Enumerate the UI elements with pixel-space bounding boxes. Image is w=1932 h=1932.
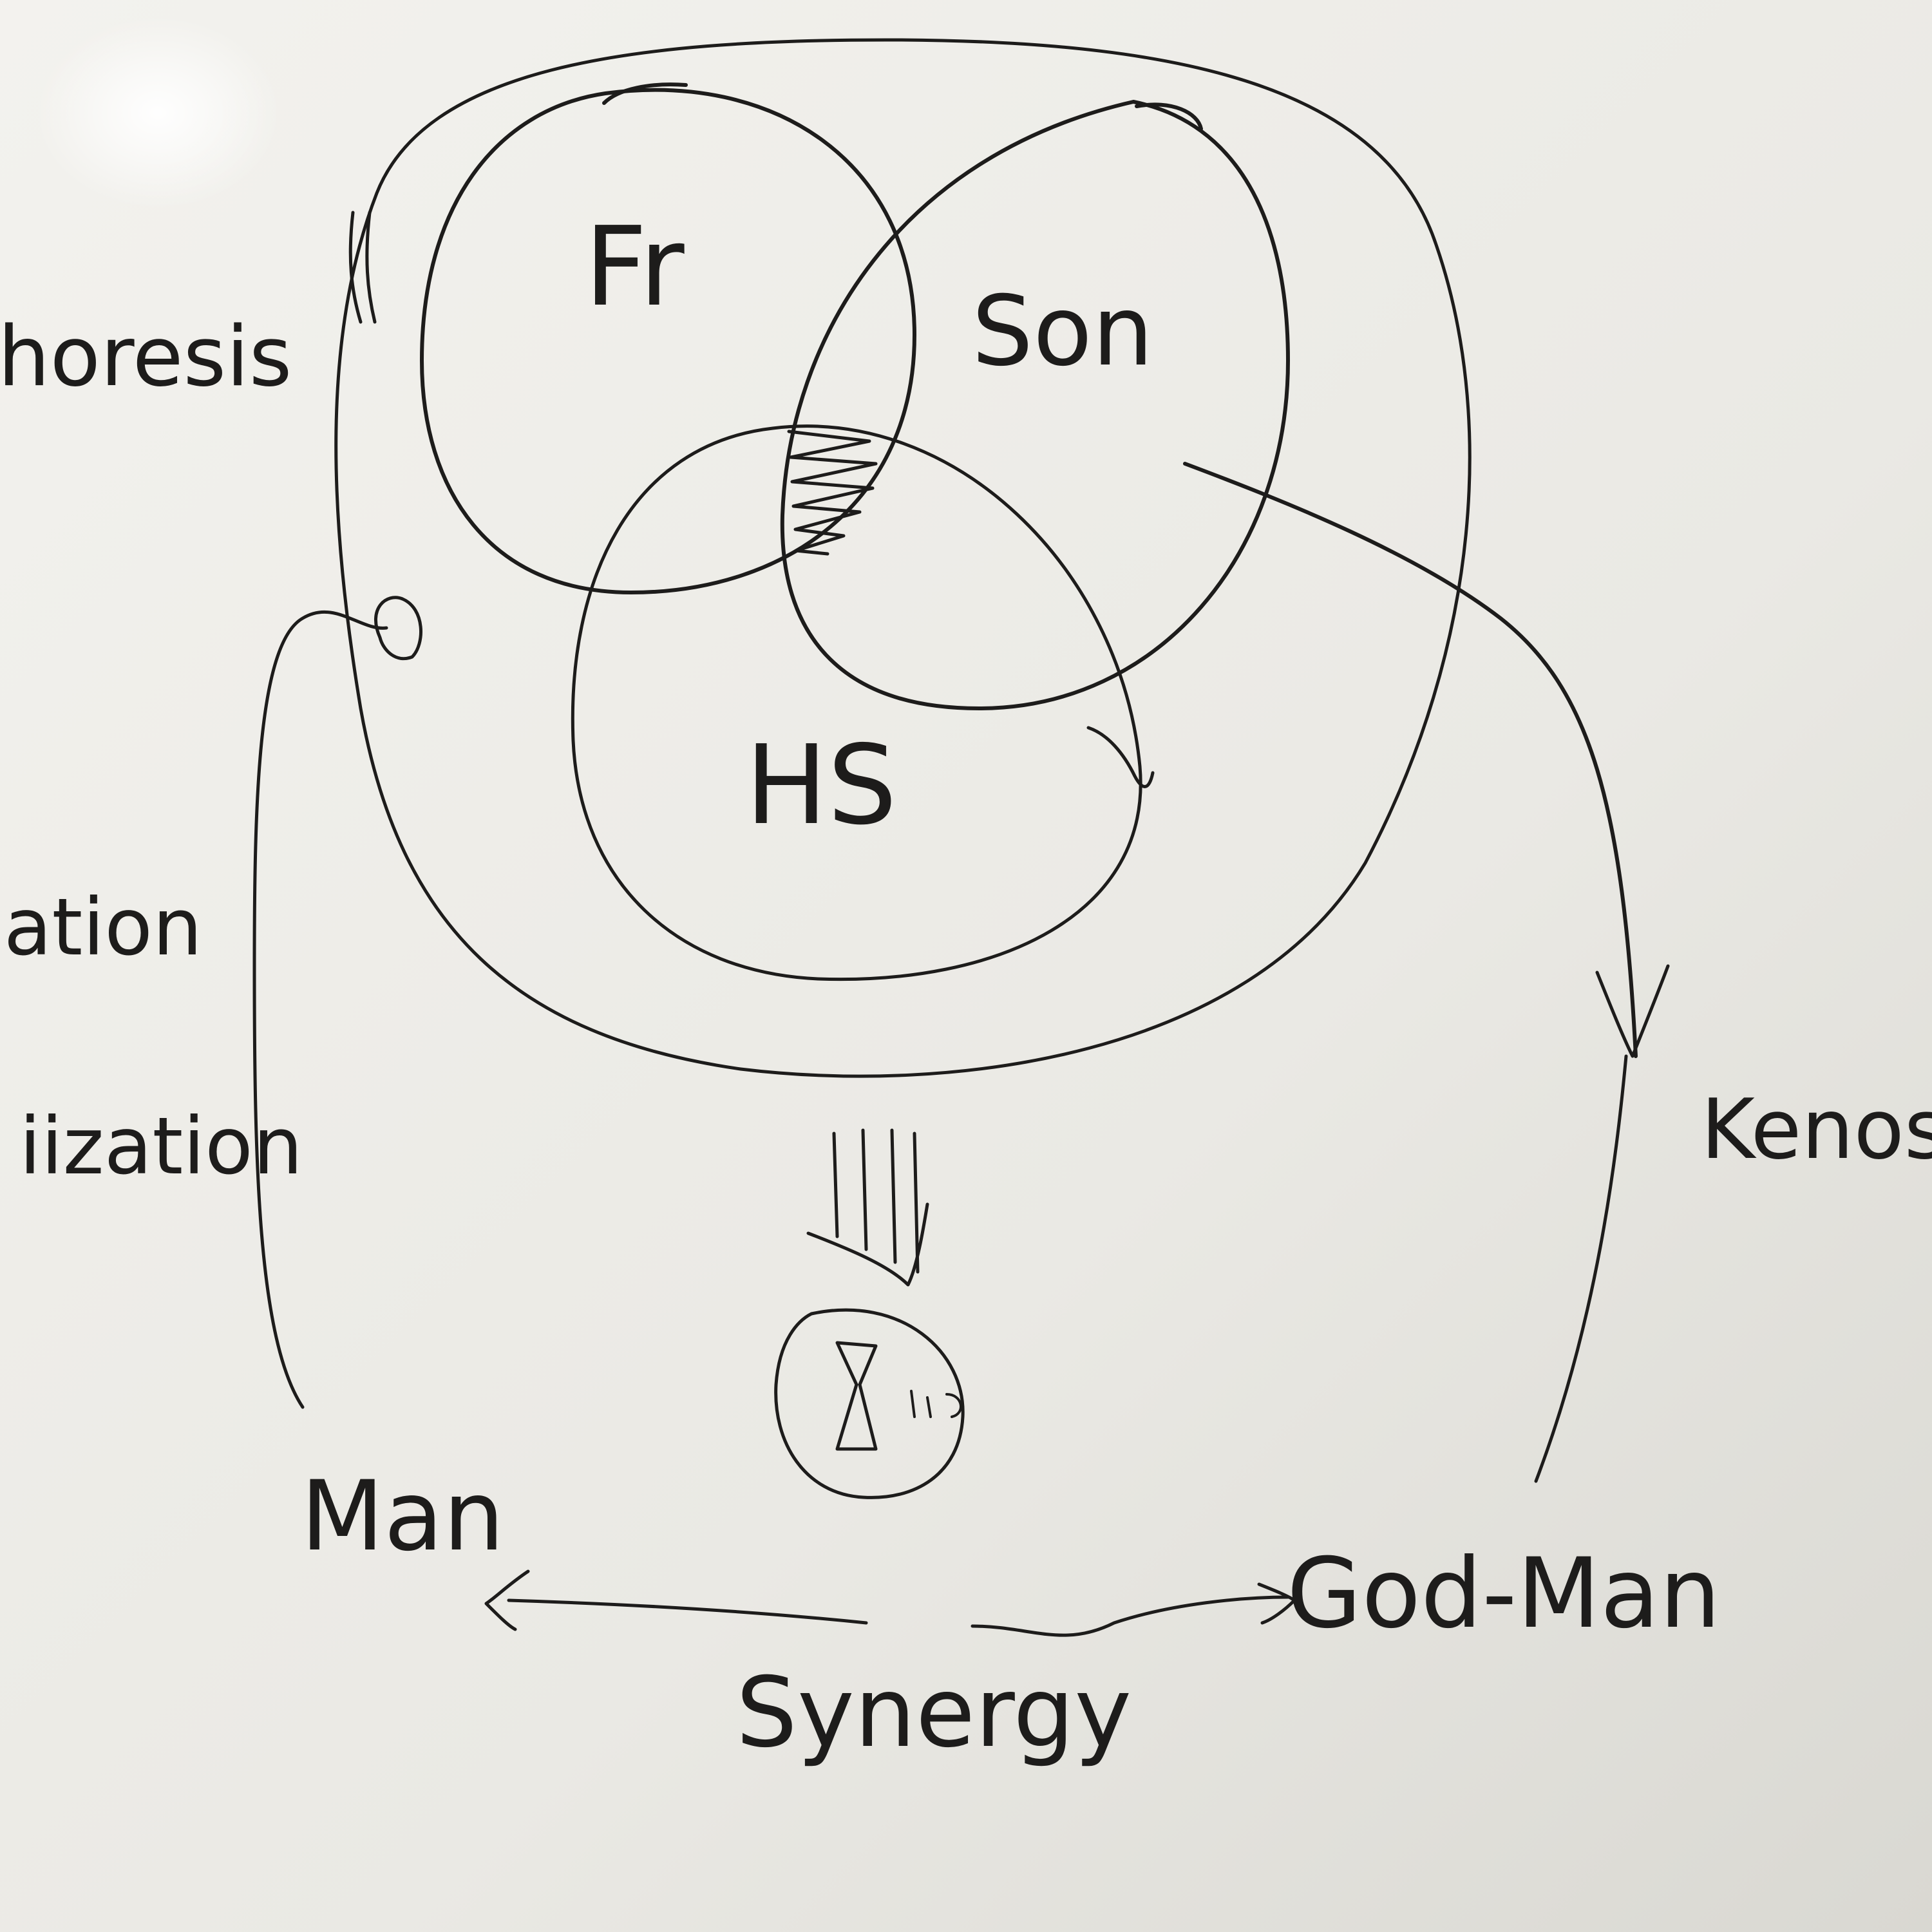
triune-intersection-scribble <box>787 430 878 556</box>
deification-loop <box>374 596 422 661</box>
god-man-label: God-Man <box>1287 1538 1721 1650</box>
kenosis-arrowhead <box>1595 964 1670 1058</box>
holy-spirit-circle <box>571 424 1142 981</box>
synergy-arrow-right-head <box>1257 1582 1296 1625</box>
deification-label: iization <box>19 1101 303 1192</box>
father-label: Fr <box>584 204 685 331</box>
deification-path <box>252 610 388 1409</box>
perichoresis-label: horesis <box>0 309 292 405</box>
father-circle <box>420 88 916 594</box>
son-label: Son <box>971 276 1154 388</box>
son-circle-tick <box>1135 102 1203 131</box>
perichoresis-bracket <box>348 211 377 324</box>
man-label: Man <box>300 1461 505 1573</box>
triple-down-arrow-icon <box>806 1128 929 1287</box>
synergy-arrow-left-head <box>484 1569 530 1631</box>
outer-godhead-circle <box>334 38 1472 1078</box>
synergy-arrow-right <box>971 1595 1290 1637</box>
father-circle-tick <box>602 82 688 105</box>
son-circle <box>780 100 1290 710</box>
kenosis-path <box>1183 462 1638 1058</box>
kenosis-lower-path <box>1534 1054 1628 1483</box>
holy-spirit-circle-hook <box>1086 726 1155 788</box>
holy-spirit-label: HS <box>745 722 897 849</box>
kenosis-label: Kenosi <box>1701 1082 1932 1178</box>
light-glare <box>35 16 280 209</box>
incarnation-label: ation <box>3 882 203 973</box>
synergy-arrow-left <box>507 1598 868 1625</box>
synergy-label: Synergy <box>735 1657 1132 1769</box>
hourglass-vessel-icon <box>774 1308 965 1499</box>
